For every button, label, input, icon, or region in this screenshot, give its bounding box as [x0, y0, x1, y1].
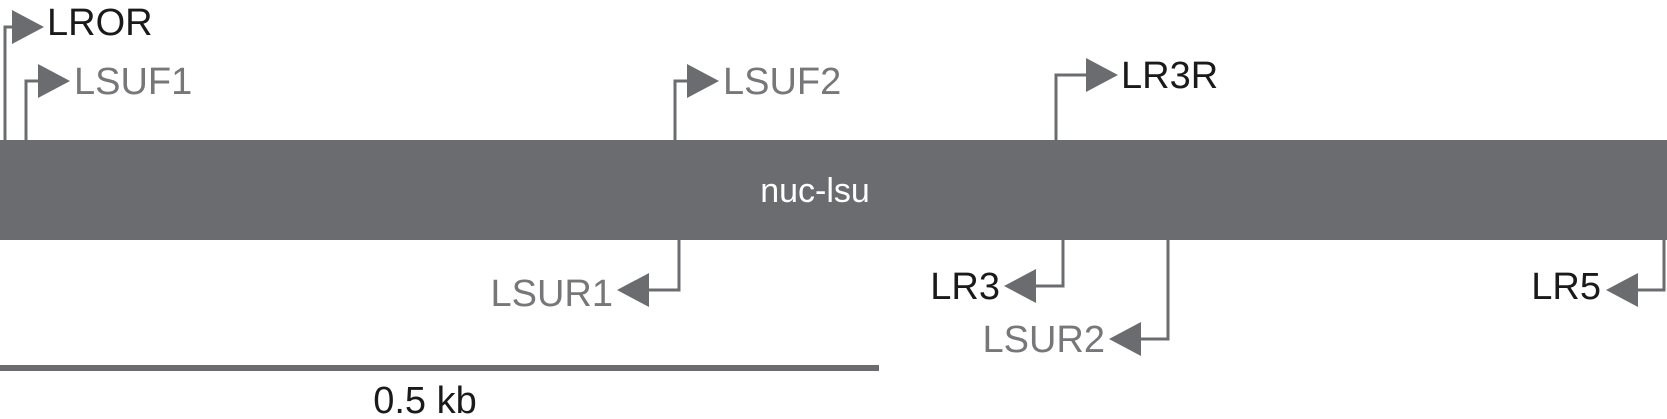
primer-lsuf1: LSUF1 — [24, 61, 192, 140]
primer-lror-line — [3, 25, 14, 140]
primer-lsur1-line — [647, 240, 681, 292]
primer-lsuf2-line — [673, 79, 689, 140]
primer-lror: LROR — [3, 2, 153, 140]
primer-lr5-arrow-icon — [1606, 273, 1638, 307]
primer-lr3: LR3 — [930, 240, 1065, 308]
primer-lsuf1-line — [24, 79, 40, 140]
primer-lsuf1-arrow-icon — [38, 64, 70, 98]
primer-lsuf2-label: LSUF2 — [723, 61, 841, 103]
primer-lr3r-line — [1054, 73, 1088, 140]
scale-bar-line — [0, 365, 879, 371]
primer-lr5: LR5 — [1531, 240, 1666, 308]
primer-lsur2-line — [1139, 240, 1170, 341]
primer-lr5-line — [1636, 240, 1666, 292]
primer-lror-label: LROR — [47, 2, 153, 44]
scale-bar-label: 0.5 kb — [373, 380, 477, 419]
primer-lsur1-label: LSUR1 — [491, 273, 614, 315]
primer-lr3r-arrow-icon — [1086, 58, 1118, 92]
primer-lsur2-label: LSUR2 — [983, 319, 1106, 361]
primer-lsuf1-label: LSUF1 — [74, 61, 192, 103]
gene-bar — [0, 140, 1667, 240]
primer-lsur1: LSUR1 — [491, 240, 681, 315]
primer-lr3r: LR3R — [1054, 55, 1218, 140]
primer-lr3-label: LR3 — [930, 266, 1000, 308]
scale-bar: 0.5 kb — [0, 365, 879, 419]
primer-lsur2-arrow-icon — [1109, 322, 1141, 356]
gene-label: nuc-lsu — [760, 172, 870, 210]
primer-lsuf2-arrow-icon — [687, 64, 719, 98]
primer-lsuf2: LSUF2 — [673, 61, 841, 140]
primer-lr3r-label: LR3R — [1121, 55, 1218, 97]
primer-lsur1-arrow-icon — [617, 273, 649, 307]
primer-lsur2: LSUR2 — [983, 240, 1170, 361]
primer-lr3-line — [1034, 240, 1065, 288]
primer-lr5-label: LR5 — [1531, 266, 1601, 308]
primer-lror-arrow-icon — [12, 10, 44, 44]
primer-lr3-arrow-icon — [1004, 269, 1036, 303]
